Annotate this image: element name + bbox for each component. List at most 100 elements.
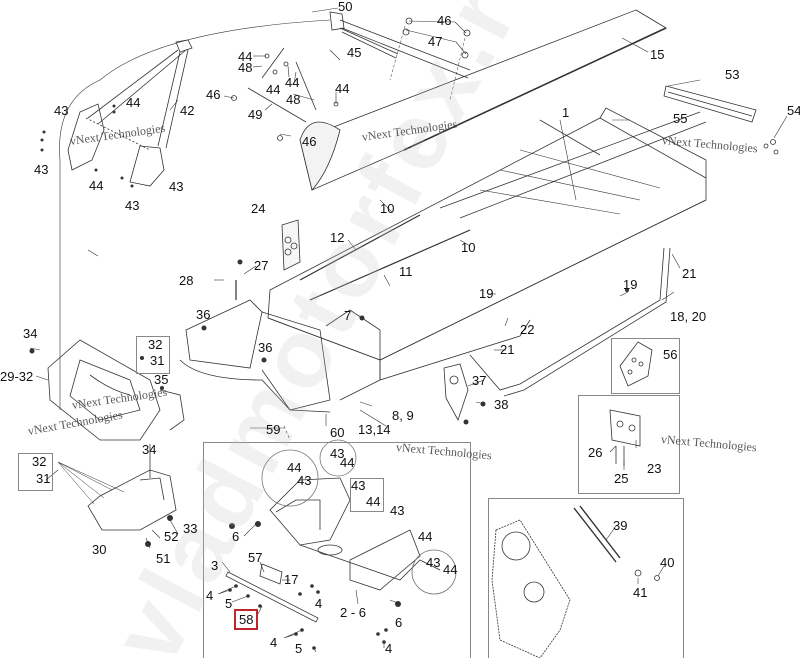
callout-21[interactable]: 21 [500, 342, 515, 357]
front-strut-42 [59, 19, 331, 410]
callout-34[interactable]: 34 [23, 326, 38, 341]
callout-43[interactable]: 43 [34, 162, 49, 177]
callout-56[interactable]: 56 [663, 347, 678, 362]
callout-22[interactable]: 22 [520, 322, 535, 337]
callout-60[interactable]: 60 [330, 425, 345, 440]
callout-26[interactable]: 26 [588, 445, 603, 460]
callout-52[interactable]: 52 [164, 529, 179, 544]
callout-31[interactable]: 31 [36, 471, 51, 486]
callout-44[interactable]: 44 [340, 455, 355, 470]
callout-43[interactable]: 43 [390, 503, 405, 518]
rail-3 [225, 563, 319, 623]
callout-55[interactable]: 55 [673, 111, 688, 126]
nose-pan-29-32 [47, 339, 185, 441]
callout-10[interactable]: 10 [380, 201, 395, 216]
callout-43[interactable]: 43 [297, 473, 312, 488]
callout-41[interactable]: 41 [633, 585, 648, 600]
callout-44[interactable]: 44 [443, 562, 458, 577]
callout-5[interactable]: 5 [225, 596, 233, 611]
callout-24[interactable]: 24 [251, 201, 266, 216]
rear-bumper-53 [663, 85, 779, 155]
callout-35[interactable]: 35 [154, 372, 169, 387]
callout-44[interactable]: 44 [418, 529, 433, 544]
callout-44[interactable]: 44 [238, 49, 253, 64]
callout-38[interactable]: 38 [494, 397, 509, 412]
callout-43[interactable]: 43 [125, 198, 140, 213]
callout-32[interactable]: 32 [32, 454, 47, 469]
callout-32[interactable]: 32 [148, 337, 163, 352]
callout-17[interactable]: 17 [284, 572, 299, 587]
callout-43[interactable]: 43 [54, 103, 69, 118]
callout-27[interactable]: 27 [254, 258, 269, 273]
callout-57[interactable]: 57 [248, 550, 263, 565]
detail-callout-circles [261, 439, 457, 595]
callout-51[interactable]: 51 [156, 551, 171, 566]
callout-6[interactable]: 6 [232, 529, 240, 544]
callout-10[interactable]: 10 [461, 240, 476, 255]
inset-box-crossmember [203, 442, 471, 658]
callout-4[interactable]: 4 [385, 641, 393, 656]
callout-46[interactable]: 46 [302, 134, 317, 149]
callout-7[interactable]: 7 [344, 308, 352, 323]
callout-43[interactable]: 43 [351, 478, 366, 493]
callout-40[interactable]: 40 [660, 555, 675, 570]
callout-4[interactable]: 4 [270, 635, 278, 650]
callout-4[interactable]: 4 [206, 588, 214, 603]
callout-58-highlighted[interactable]: 58 [234, 609, 259, 630]
callout-1[interactable]: 1 [562, 105, 570, 120]
callout-31[interactable]: 31 [150, 353, 165, 368]
callout-39[interactable]: 39 [613, 518, 628, 533]
callout-28[interactable]: 28 [179, 273, 194, 288]
callout-21[interactable]: 21 [682, 266, 697, 281]
callout-43[interactable]: 43 [169, 179, 184, 194]
callout-48[interactable]: 48 [238, 60, 253, 75]
callout-49[interactable]: 49 [248, 107, 263, 122]
callout-46[interactable]: 46 [206, 87, 221, 102]
steering-support-24 [281, 219, 301, 271]
callout-36[interactable]: 36 [258, 340, 273, 355]
callout-12[interactable]: 12 [330, 230, 345, 245]
running-board-18-20 [469, 247, 671, 397]
callout-46[interactable]: 46 [437, 13, 452, 28]
callout-50[interactable]: 50 [338, 0, 353, 14]
callout-4[interactable]: 4 [315, 596, 323, 611]
callout-37[interactable]: 37 [472, 373, 487, 388]
callout-45[interactable]: 45 [347, 45, 362, 60]
callout-44[interactable]: 44 [285, 75, 300, 90]
callout-8-9[interactable]: 8, 9 [392, 408, 414, 423]
inset-box-32-31-bottom [18, 453, 53, 491]
callout-43[interactable]: 43 [426, 555, 441, 570]
callout-42[interactable]: 42 [180, 103, 195, 118]
callout-44[interactable]: 44 [266, 82, 281, 97]
callout-6[interactable]: 6 [395, 615, 403, 630]
callout-29-32[interactable]: 29-32 [0, 369, 34, 384]
callout-13-14[interactable]: 13,14 [358, 422, 391, 437]
callout-11[interactable]: 11 [399, 264, 413, 279]
callout-5[interactable]: 5 [295, 641, 303, 656]
callout-30[interactable]: 30 [92, 542, 107, 557]
callout-53[interactable]: 53 [725, 67, 740, 82]
callout-59[interactable]: 59 [266, 422, 281, 437]
callout-44[interactable]: 44 [366, 494, 381, 509]
callout-19[interactable]: 19 [479, 286, 494, 301]
callout-25[interactable]: 25 [614, 471, 629, 486]
callout-34[interactable]: 34 [142, 442, 157, 457]
bracket-37 [443, 363, 469, 421]
callout-2-6[interactable]: 2 - 6 [340, 605, 367, 620]
callout-43[interactable]: 43 [330, 446, 345, 461]
callout-3[interactable]: 3 [211, 558, 219, 573]
callout-36[interactable]: 36 [196, 307, 211, 322]
callout-23[interactable]: 23 [647, 461, 662, 476]
callout-18-20[interactable]: 18, 20 [670, 309, 707, 324]
callout-33[interactable]: 33 [183, 521, 198, 536]
callout-44[interactable]: 44 [287, 460, 302, 475]
callout-54[interactable]: 54 [787, 103, 800, 118]
callout-48[interactable]: 48 [286, 92, 301, 107]
callout-19[interactable]: 19 [623, 277, 638, 292]
callout-15[interactable]: 15 [650, 47, 665, 62]
callout-44[interactable]: 44 [89, 178, 104, 193]
callout-44[interactable]: 44 [126, 95, 141, 110]
callout-44[interactable]: 44 [335, 81, 350, 96]
callout-47[interactable]: 47 [428, 34, 443, 49]
